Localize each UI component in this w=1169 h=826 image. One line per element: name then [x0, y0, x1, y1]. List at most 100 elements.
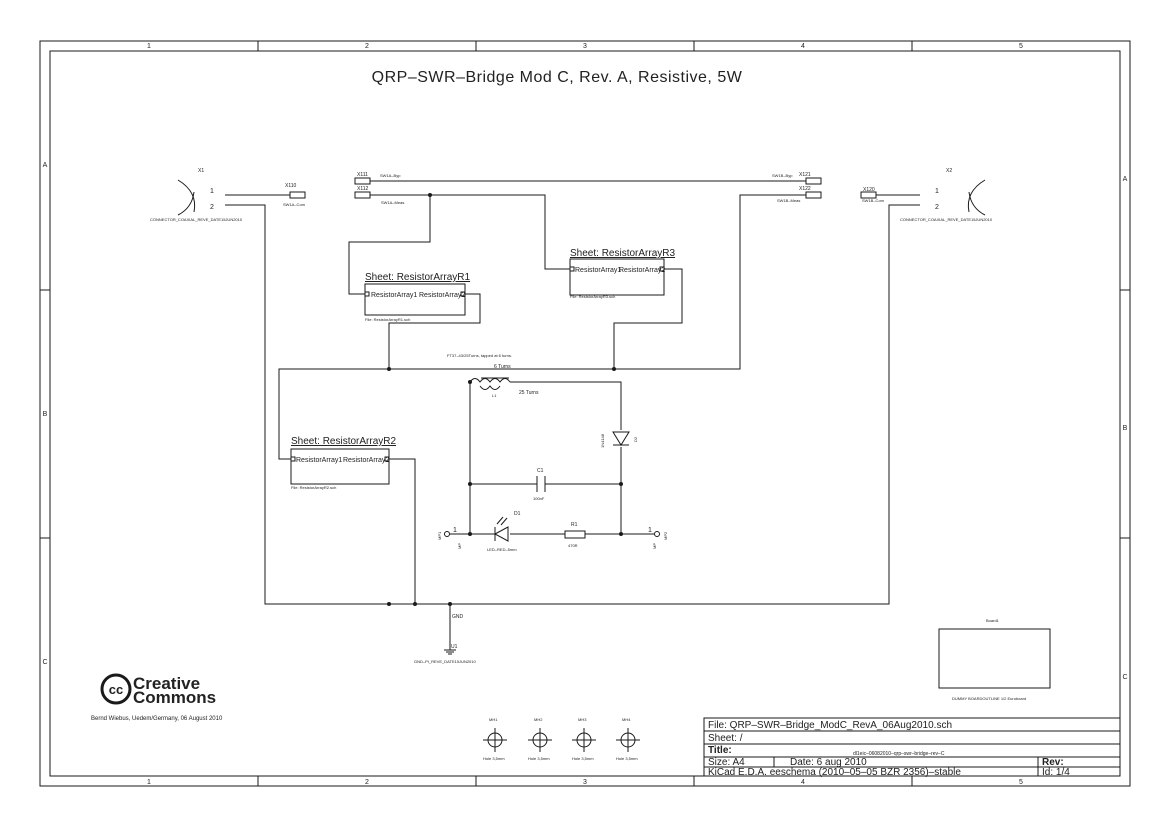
x1-value: CONNECTOR_COAXIAL_REVE_DATE15JUN2010 [150, 217, 243, 222]
mh1-value: Hole 3,5mm [483, 756, 505, 761]
x112-label: SW1A–Meas [381, 200, 404, 205]
sheet-r2-pin-right: ResistorArray2 [343, 457, 389, 464]
capacitor-c1: C1 100nF [533, 468, 546, 501]
sheet-r1-title: Sheet: ResistorArrayR1 [365, 272, 470, 283]
schematic-title: QRP–SWR–Bridge Mod C, Rev. A, Resistive,… [372, 69, 743, 86]
drawing-frame [39, 40, 1131, 787]
col-label-5: 5 [1019, 43, 1023, 50]
mp1-ref: MP1 [437, 531, 442, 540]
sheet-resistor-array-r3[interactable]: Sheet: ResistorArrayR3 ResistorArray1 Re… [569, 248, 675, 299]
ground-symbol: GND U1 GND–PI_REVE_DATE15JUN2010 [414, 614, 477, 664]
tb-title-value: dl1eic–06082010–qrp–swr–bridge–rev–C [853, 751, 945, 757]
junctions [387, 193, 623, 606]
mounting-hole-mh2: MH2 Hole 3,5mm [528, 717, 552, 761]
row-label-a: A [43, 162, 48, 169]
board-outline: Board1 DUMMY BOARDOUTLINE 1/2 Euroboard [938, 618, 1051, 701]
x122-ref: X122 [799, 186, 811, 192]
gnd-net: GND [452, 614, 464, 620]
tb-title-label: Title: [708, 745, 732, 756]
sheet-r3-pin-left: ResistorArray1 [575, 267, 621, 274]
col-label-4-bottom: 4 [801, 779, 805, 786]
diode-d2: 1N4148 D2 [600, 431, 638, 448]
x121-ref: X121 [799, 172, 811, 178]
r1-value: 470R [568, 543, 578, 548]
tb-kicad: KiCad E.D.A. eeschema (2010–05–05 BZR 23… [708, 767, 961, 778]
col-label-1-bottom: 1 [147, 779, 151, 786]
x1-pin1: 1 [210, 188, 214, 195]
d2-ref: D2 [633, 436, 638, 442]
x111-label: SW1A–Byp [380, 173, 401, 178]
transformer-primary: 6 Turns [494, 364, 511, 370]
logo-line2: Commons [133, 688, 216, 707]
frame-labels: 1 2 3 4 5 1 2 3 4 5 A B C A B C [42, 43, 1127, 786]
row-label-a-right: A [1123, 176, 1128, 183]
x2-value: CONNECTOR_COAXIAL_REVE_DATE15JUN2010 [900, 217, 993, 222]
sheet-r1-pin-right: ResistorArray2 [419, 292, 465, 299]
tb-sheet: Sheet: / [708, 733, 743, 744]
wires [225, 180, 920, 650]
sheet-resistor-array-r1[interactable]: Sheet: ResistorArrayR1 ResistorArray1 Re… [364, 272, 470, 322]
board-ref: Board1 [986, 618, 1000, 623]
row-label-c: C [42, 659, 47, 666]
x2-pin2: 2 [935, 204, 939, 211]
logo-line1: Creative [133, 674, 200, 693]
measure-point-mp1: 1 MP1 MP [437, 527, 462, 549]
row-label-c-right: C [1122, 674, 1127, 681]
d2-value: 1N4148 [600, 433, 605, 448]
title-block: File: QRP–SWR–Bridge_ModC_RevA_06Aug2010… [703, 717, 1121, 778]
mp1-pin: 1 [453, 527, 457, 534]
c1-value: 100nF [533, 496, 545, 501]
gnd-value: GND–PI_REVE_DATE15JUN2010 [414, 659, 477, 664]
sheet-r2-title: Sheet: ResistorArrayR2 [291, 436, 396, 447]
tb-date: Date: 6 aug 2010 [790, 757, 867, 768]
d1-value: LED–RED–5mm [487, 547, 517, 552]
col-label-2: 2 [365, 43, 369, 50]
x2-ref: X2 [946, 168, 952, 174]
author-credit: Bernd Wiebus, Uedem/Germany, 06 August 2… [91, 716, 223, 722]
mounting-hole-mh3: MH3 Hole 3,5mm [572, 717, 596, 761]
x1-ref: X1 [198, 168, 204, 174]
creative-commons-logo: cc Creative Commons Bernd Wiebus, Uedem/… [91, 673, 223, 722]
row-label-b: B [43, 411, 48, 418]
transformer-l1: FT37–43/25Turns, tapped at 6 turns. 6 Tu… [447, 353, 539, 398]
transformer-note: FT37–43/25Turns, tapped at 6 turns. [447, 353, 512, 358]
sheet-resistor-array-r2[interactable]: Sheet: ResistorArrayR2 ResistorArray1 Re… [290, 436, 396, 490]
row-label-b-right: B [1123, 425, 1128, 432]
switch-pads: X110 SW1A–Com X111 SW1A–Byp X112 SW1A–Me… [283, 172, 885, 207]
tb-size: Size: A4 [708, 757, 745, 768]
led-d1: D1 LED–RED–5mm [487, 511, 521, 552]
tb-id: Id: 1/4 [1042, 767, 1070, 778]
mh4-value: Hole 3,5mm [616, 756, 638, 761]
gnd-ref: U1 [451, 644, 458, 650]
x120-label: SW1B–Com [862, 198, 885, 203]
board-value: DUMMY BOARDOUTLINE 1/2 Euroboard [952, 696, 1026, 701]
transformer-ref: L1 [492, 393, 497, 398]
x112-ref: X112 [357, 186, 369, 192]
x122-label: SW1B–Meas [777, 198, 800, 203]
col-label-5-bottom: 5 [1019, 779, 1023, 786]
transformer-secondary: 25 Turns [519, 390, 539, 396]
tb-file: File: QRP–SWR–Bridge_ModC_RevA_06Aug2010… [708, 720, 952, 731]
mounting-hole-mh4: MH4 Hole 3,5mm [616, 717, 640, 761]
cc-icon: cc [109, 682, 123, 697]
x110-ref: X110 [285, 183, 297, 189]
mp2-value: MP [652, 543, 657, 549]
x121-label: SW1B–Byp [772, 173, 793, 178]
d1-ref: D1 [514, 511, 521, 517]
mh3-ref: MH3 [578, 717, 587, 722]
mp2-pin: 1 [648, 527, 652, 534]
col-label-2-bottom: 2 [365, 779, 369, 786]
r1-ref: R1 [571, 522, 578, 528]
col-label-4: 4 [801, 43, 805, 50]
sheet-r3-title: Sheet: ResistorArrayR3 [570, 248, 675, 259]
x110-label: SW1A–Com [283, 202, 306, 207]
sheet-r1-pin-left: ResistorArray1 [371, 292, 417, 299]
resistor-r1: R1 470R [564, 522, 586, 548]
x1-pin2: 2 [210, 204, 214, 211]
x111-ref: X111 [357, 172, 368, 178]
c1-ref: C1 [537, 468, 544, 474]
connector-x1: X1 1 2 CONNECTOR_COAXIAL_REVE_DATE15JUN2… [150, 168, 243, 222]
x120-ref: X120 [863, 187, 875, 193]
sheet-r1-file: File: ResistorArrayR1.sch [365, 317, 410, 322]
